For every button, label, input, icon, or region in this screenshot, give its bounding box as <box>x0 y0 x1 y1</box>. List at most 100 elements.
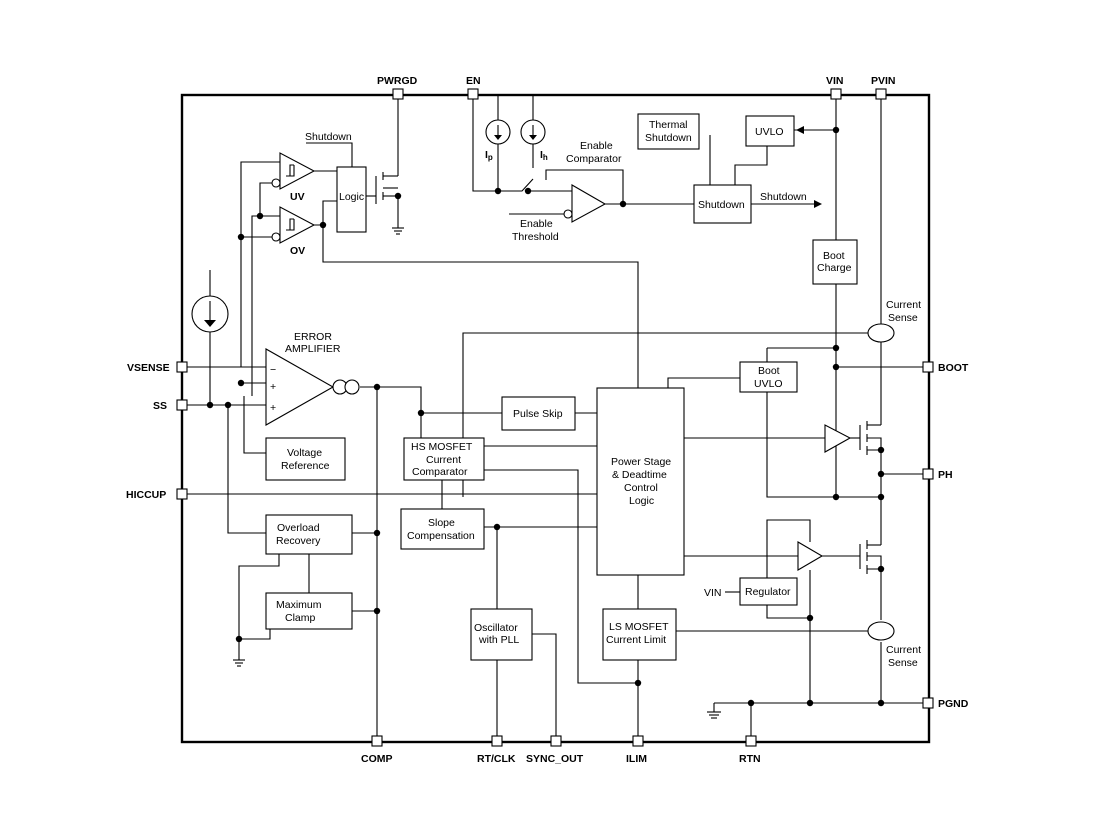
ih-sub: h <box>543 153 548 162</box>
pin-vsense-box <box>176 361 188 373</box>
pins <box>176 88 934 747</box>
uv-label: UV <box>290 191 305 203</box>
ov-label: OV <box>290 245 305 257</box>
hs-mosfet-comparator-block <box>403 437 485 481</box>
ls-mosfet-label-2: Current Limit <box>606 634 666 646</box>
thermal-shutdown-label-1: Thermal <box>649 119 688 131</box>
ip-current-source <box>485 119 511 145</box>
current-sense-bottom-symbol <box>867 621 895 641</box>
ih-current-source <box>520 119 546 145</box>
oscillator-block <box>470 608 533 661</box>
pin-boot-label: BOOT <box>938 362 969 374</box>
enable-threshold-label-1: Enable <box>520 218 553 230</box>
boot-charge-block <box>812 239 858 285</box>
pin-pvin-box <box>875 88 887 100</box>
pin-ss-label: SS <box>153 400 167 412</box>
ip-label: I <box>485 149 488 161</box>
pin-en-box <box>467 88 479 100</box>
hs-mosfet-label-3: Comparator <box>412 466 468 478</box>
current-sense-bottom-label-2: Sense <box>888 657 918 669</box>
slope-comp-label-2: Compensation <box>407 530 475 542</box>
wires <box>182 95 928 742</box>
hs-driver <box>824 424 852 453</box>
power-stage-block <box>596 387 685 576</box>
pin-ph-label: PH <box>938 469 953 481</box>
thermal-shutdown-label-2: Shutdown <box>645 132 692 144</box>
pulse-skip-label: Pulse Skip <box>513 408 563 420</box>
current-sense-bottom-label-1: Current <box>886 644 921 656</box>
pin-pvin-label: PVIN <box>871 75 896 87</box>
pin-pgnd-label: PGND <box>938 698 969 710</box>
error-amplifier-label-2: AMPLIFIER <box>285 343 341 355</box>
hs-mosfet-label-1: HS MOSFET <box>411 441 473 453</box>
pin-hiccup-box <box>176 488 188 500</box>
ip-sub: p <box>488 153 493 162</box>
pin-ss-box <box>176 399 188 411</box>
pin-rtclk-label: RT/CLK <box>477 753 516 765</box>
maximum-clamp-block <box>265 592 353 630</box>
ov-comparator <box>271 206 316 244</box>
current-sense-top-symbol <box>867 323 895 343</box>
ih-label: I <box>540 149 543 161</box>
hs-mosfet-label-2: Current <box>426 454 461 466</box>
ls-mosfet-limit-block <box>602 608 677 661</box>
pin-vin-label: VIN <box>826 75 844 87</box>
shutdown-out-label: Shutdown <box>760 191 807 203</box>
uvlo-label: UVLO <box>755 126 784 138</box>
uvlo-block <box>745 115 795 147</box>
pin-ilim-box <box>632 735 644 747</box>
voltage-reference-label-2: Reference <box>281 460 330 472</box>
pin-pwrgd-label: PWRGD <box>377 75 418 87</box>
oscillator-label-1: Oscillator <box>474 622 518 634</box>
ea-plus-2: + <box>270 402 276 414</box>
pin-hiccup-label: HICCUP <box>126 489 166 501</box>
enable-comparator <box>563 184 607 223</box>
pin-pgnd-box <box>922 697 934 709</box>
shutdown-block <box>693 184 752 224</box>
pin-comp-label: COMP <box>361 753 393 765</box>
overload-recovery-label-2: Recovery <box>276 535 321 547</box>
boot-uvlo-block <box>739 361 798 393</box>
ea-minus: − <box>270 364 276 376</box>
pin-rtclk-box <box>491 735 503 747</box>
enable-comparator-label-2: Comparator <box>566 153 622 165</box>
ls-mosfet-label-1: LS MOSFET <box>609 621 669 633</box>
ss-current-source <box>191 295 229 333</box>
logic-label: Logic <box>339 191 364 203</box>
pin-pwrgd-box <box>392 88 404 100</box>
shutdown-block-label: Shutdown <box>698 199 745 211</box>
ea-plus-1: + <box>270 381 276 393</box>
pin-syncout-label: SYNC_OUT <box>526 753 584 765</box>
power-stage-label-3: Control <box>624 482 658 494</box>
regulator-label: Regulator <box>745 586 791 598</box>
boot-charge-label-1: Boot <box>823 250 845 262</box>
pin-comp-box <box>371 735 383 747</box>
pin-ph-box <box>922 468 934 480</box>
logic-block <box>336 166 367 233</box>
current-sense-top-label-1: Current <box>886 299 921 311</box>
maximum-clamp-label-2: Clamp <box>285 612 316 624</box>
junction-dots <box>206 126 885 707</box>
power-stage-label-2: & Deadtime <box>612 469 667 481</box>
slope-compensation-block <box>400 508 485 550</box>
overload-recovery-label-1: Overload <box>277 522 320 534</box>
uv-comparator <box>271 152 316 190</box>
pin-boot-box <box>922 361 934 373</box>
thermal-shutdown-block <box>637 113 700 150</box>
svg-text:Ih: Ih <box>540 149 548 162</box>
ls-driver <box>797 541 824 571</box>
enable-comparator-label-1: Enable <box>580 140 613 152</box>
power-stage-label-4: Logic <box>629 495 654 507</box>
slope-comp-label-1: Slope <box>428 517 455 529</box>
pin-vsense-label: VSENSE <box>127 362 170 374</box>
pulse-skip-block <box>501 396 576 431</box>
oscillator-label-2: with PLL <box>478 634 519 646</box>
arrow-heads <box>796 126 822 208</box>
regulator-block <box>739 577 798 606</box>
maximum-clamp-label-1: Maximum <box>276 599 322 611</box>
boot-uvlo-label-2: UVLO <box>754 378 783 390</box>
pin-ilim-label: ILIM <box>626 753 647 765</box>
pin-rtn-box <box>745 735 757 747</box>
boot-charge-label-2: Charge <box>817 262 852 274</box>
